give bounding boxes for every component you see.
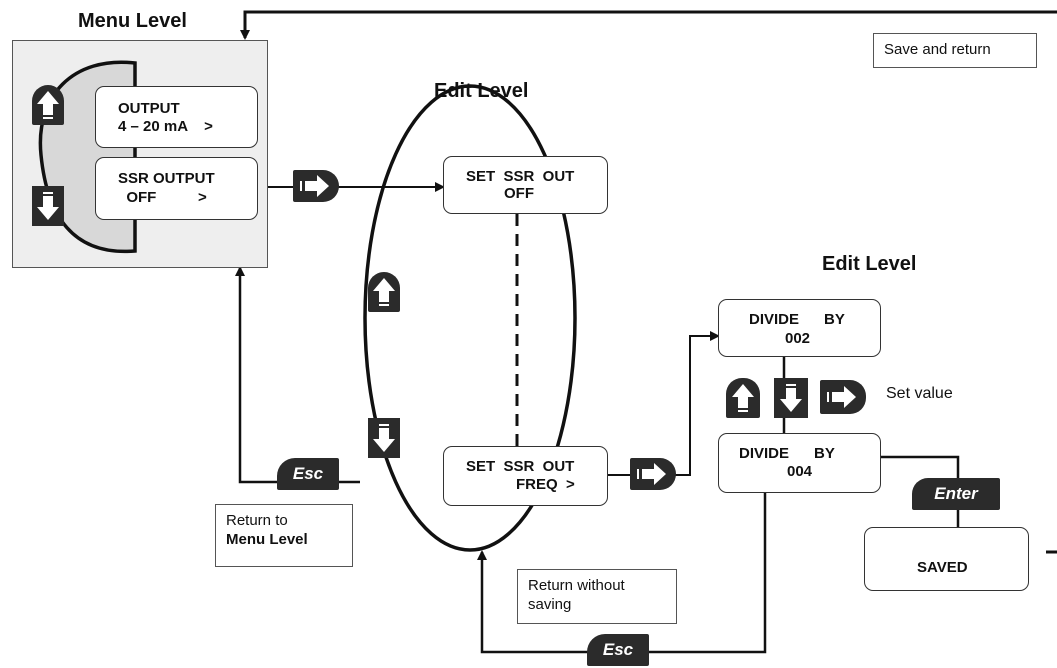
set-value-label: Set value xyxy=(886,385,953,402)
esc-key-icon: Esc xyxy=(277,458,339,490)
right-arrow-key-icon xyxy=(820,380,866,414)
edit-screen-saved: SAVED xyxy=(864,527,1029,591)
save-and-return-note: Save and return xyxy=(873,33,1037,68)
edit-screen-divide-004: DIVIDE BY 004 xyxy=(718,433,881,493)
freq-to-divide-line xyxy=(608,331,720,476)
menu-level-panel xyxy=(12,40,268,268)
menu-screen-ssr-output: SSR OUTPUT OFF > xyxy=(95,157,258,220)
right-arrow-key-icon xyxy=(630,458,676,490)
esc-key-icon: Esc xyxy=(587,634,649,666)
return-to-menu-note: Return to Menu Level xyxy=(215,504,353,567)
edit-screen-divide-002: DIVIDE BY 002 xyxy=(718,299,881,357)
esc-return-menu-line xyxy=(235,266,360,484)
edit-level-1-title: Edit Level xyxy=(434,80,529,102)
edit-screen-ssr-off: SET SSR OUT OFF xyxy=(443,156,608,214)
down-arrow-key-icon xyxy=(32,186,64,226)
return-without-saving-note: Return without saving xyxy=(517,569,677,624)
edit-screen-ssr-freq: SET SSR OUT FREQ > xyxy=(443,446,608,506)
menu-screen-output: OUTPUT 4 – 20 mA > xyxy=(95,86,258,148)
enter-key-icon: Enter xyxy=(912,478,1000,510)
up-arrow-key-icon xyxy=(32,85,64,125)
right-arrow-key-icon xyxy=(293,170,339,202)
save-return-line xyxy=(245,10,1057,554)
menu-level-title: Menu Level xyxy=(78,10,187,32)
down-arrow-key-icon xyxy=(368,418,400,458)
down-arrow-key-icon xyxy=(774,378,808,418)
menu-level-oval xyxy=(38,60,137,254)
edit-level-1-oval xyxy=(363,84,577,552)
up-arrow-key-icon xyxy=(726,378,760,418)
edit-level-2-title: Edit Level xyxy=(822,253,917,275)
up-arrow-key-icon xyxy=(368,272,400,312)
